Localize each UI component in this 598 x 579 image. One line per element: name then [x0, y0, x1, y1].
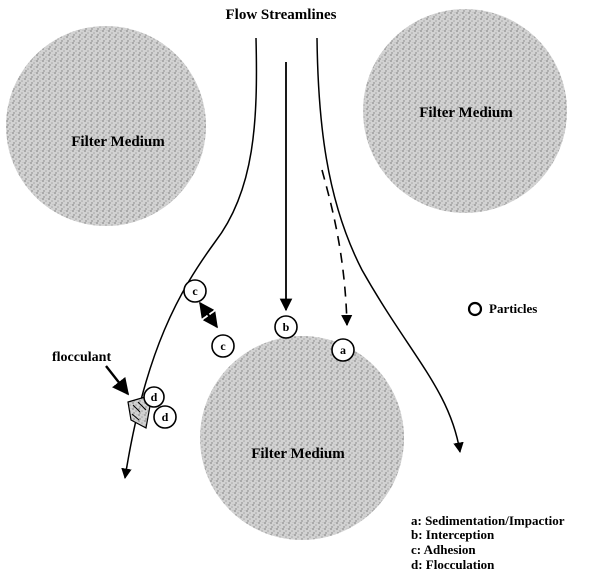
particle-d-lower: d [154, 406, 176, 428]
filter-medium-top-left [6, 26, 206, 226]
particle-a: a [332, 339, 354, 361]
particle-c-lower: c [212, 335, 234, 357]
filter-medium-bottom-label: Filter Medium [251, 446, 345, 462]
flocculant-arrow [106, 366, 128, 394]
filter-medium-top-right-label: Filter Medium [419, 105, 513, 121]
svg-text:c: c [192, 284, 198, 298]
svg-text:c: c [220, 339, 226, 353]
svg-text:d: d [162, 410, 169, 424]
flow-streamlines-title: Flow Streamlines [226, 7, 337, 23]
particle-legend-icon [469, 303, 481, 315]
svg-text:d: d [151, 390, 158, 404]
svg-text:b: b [283, 320, 290, 334]
particles-label: Particles [489, 301, 537, 316]
legend-item-a: a: Sedimentation/Impactior [411, 513, 565, 528]
particle-c-upper: c [184, 280, 206, 302]
legend-item-b: b: Interception [411, 527, 495, 542]
legend-item-d: d: Flocculation [411, 557, 495, 572]
adhesion-arrow [200, 303, 217, 327]
legend-item-c: c: Adhesion [411, 542, 476, 557]
streamline-dashed [322, 170, 347, 325]
particle-b: b [275, 316, 297, 338]
particle-d-upper: d [144, 387, 164, 407]
svg-text:a: a [340, 343, 346, 357]
filter-medium-bottom [200, 336, 404, 540]
filter-medium-top-left-label: Filter Medium [71, 134, 165, 150]
flocculant-label: flocculant [52, 350, 111, 365]
